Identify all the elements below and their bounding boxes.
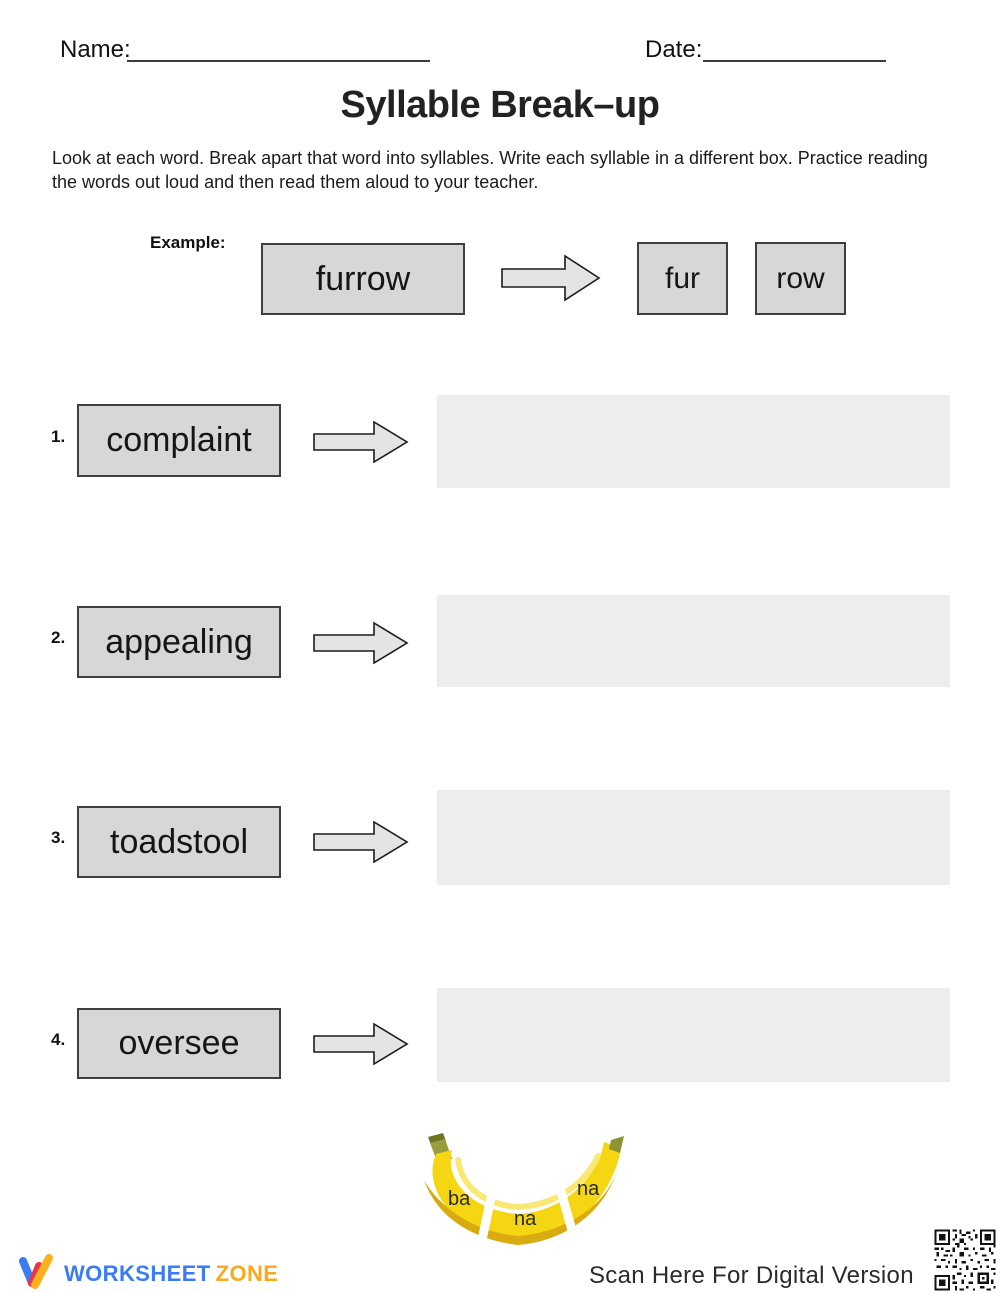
example-label: Example:: [150, 233, 226, 252]
item-4-word-box: oversee: [77, 1008, 281, 1079]
name-fill-line[interactable]: [127, 34, 430, 62]
brand-suffix: ZONE: [215, 1261, 279, 1286]
banana-illustration: ba na na: [408, 1132, 632, 1251]
item-1-answer-area[interactable]: [437, 395, 950, 488]
qr-code: [932, 1227, 998, 1294]
arrow-right-icon: [313, 420, 409, 464]
instructions-line-2: the words out loud and then read them al…: [52, 172, 539, 192]
name-label: Name:: [60, 36, 131, 63]
arrow-right-icon: [313, 621, 409, 665]
page-title: Syllable Break–up: [340, 84, 660, 126]
item-3-word-box: toadstool: [77, 806, 281, 878]
item-1-word-box: complaint: [77, 404, 281, 477]
arrow-right-icon: [501, 253, 601, 303]
example-word-box: furrow: [261, 243, 465, 315]
scan-label: Scan Here For Digital Version: [589, 1262, 914, 1289]
date-label: Date:: [645, 36, 703, 63]
item-3-answer-area[interactable]: [437, 790, 950, 885]
worksheetzone-logo-icon: [16, 1251, 60, 1294]
instructions: Look at each word. Break apart that word…: [52, 146, 928, 194]
item-4-word: oversee: [118, 1024, 240, 1062]
arrow-right-icon: [313, 820, 409, 864]
example-word: furrow: [315, 259, 411, 298]
date-fill-line[interactable]: [703, 34, 886, 62]
example-syllable-2: row: [776, 261, 825, 295]
arrow-right-icon: [313, 1022, 409, 1066]
example-syllable-box-1: fur: [637, 242, 728, 315]
banana-syllable-1: ba: [448, 1188, 471, 1210]
example-syllable-1: fur: [664, 261, 700, 295]
example-syllable-box-2: row: [755, 242, 846, 315]
item-2-word-box: appealing: [77, 606, 281, 678]
item-1-number: 1.: [51, 427, 66, 446]
item-3-number: 3.: [51, 828, 66, 847]
item-2-answer-area[interactable]: [437, 595, 950, 687]
item-2-word: appealing: [105, 622, 253, 661]
item-4-answer-area[interactable]: [437, 988, 950, 1082]
item-3-word: toadstool: [110, 822, 248, 861]
banana-syllable-2: na: [514, 1208, 537, 1230]
brand-name: WORKSHEET: [64, 1261, 211, 1286]
item-4-number: 4.: [51, 1030, 66, 1049]
banana-icon: [424, 1133, 624, 1251]
item-2-number: 2.: [51, 628, 66, 647]
instructions-line-1: Look at each word. Break apart that word…: [52, 148, 928, 168]
item-1-word: complaint: [106, 421, 252, 459]
banana-syllable-3: na: [577, 1178, 600, 1200]
